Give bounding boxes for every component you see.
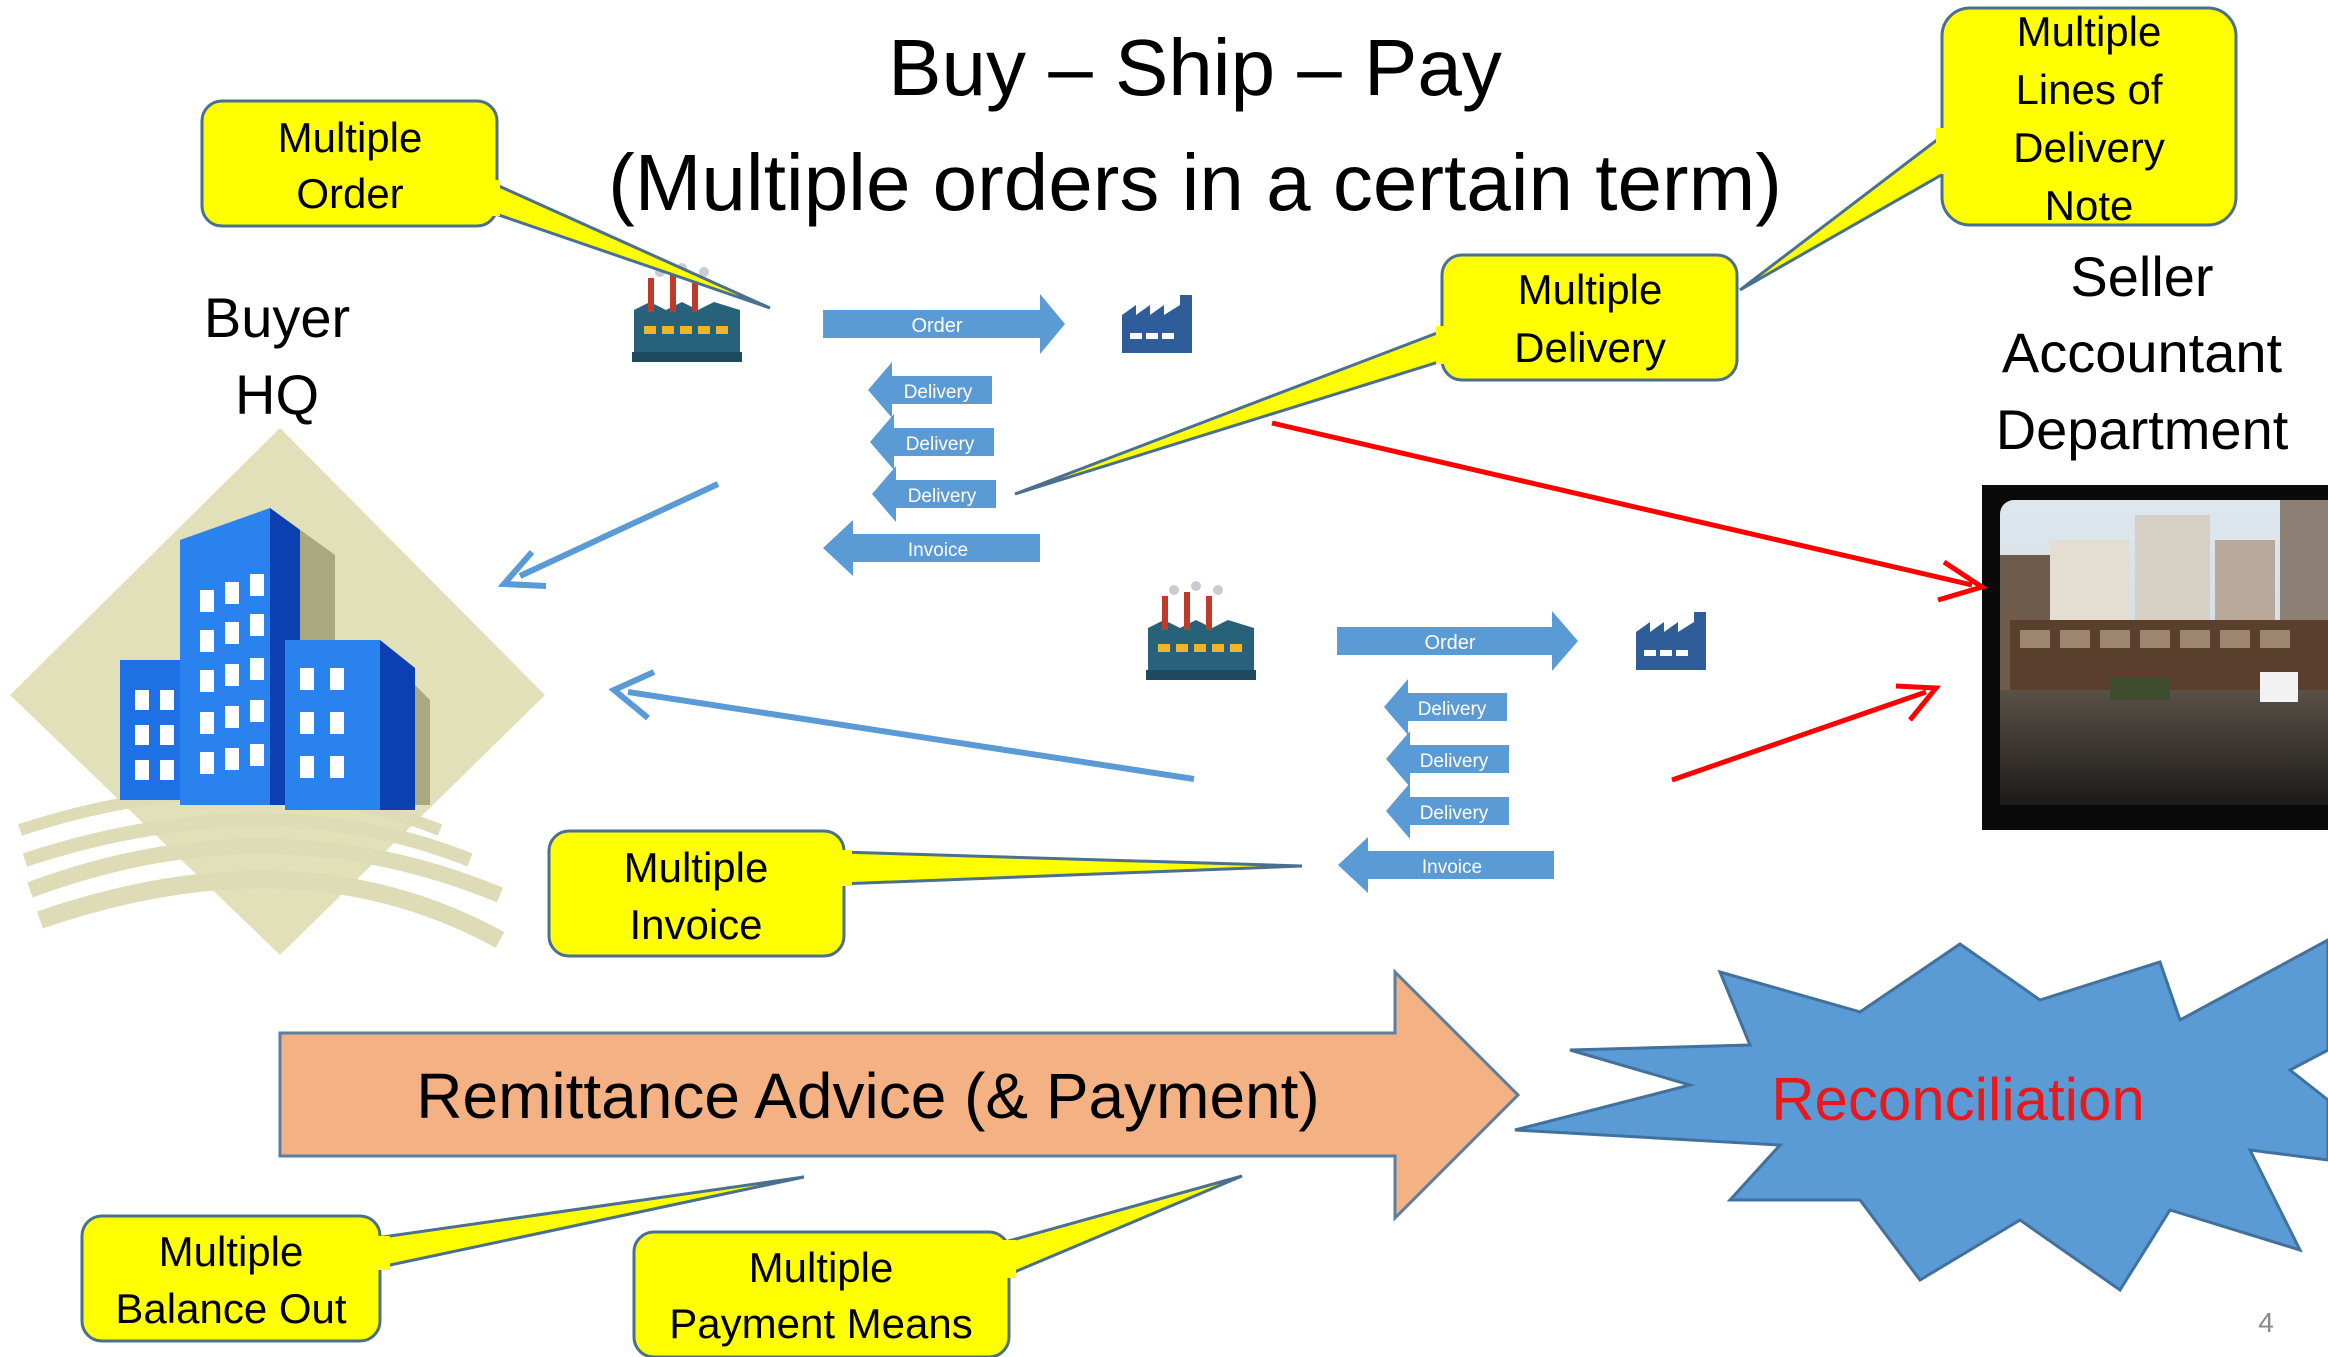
callout-multiple-lines: Multiple Lines of Delivery Note xyxy=(1739,6,2238,292)
seller-label-line2: Accountant xyxy=(2002,321,2283,384)
delivery-arrow xyxy=(1384,679,1507,735)
flow-top: Order Delivery Delivery Delivery Invoice xyxy=(823,294,1065,576)
callout-text-line: Multiple xyxy=(159,1228,304,1275)
callout-multiple-delivery: Multiple Delivery xyxy=(1014,253,1739,496)
to-buyer-arrow xyxy=(497,481,720,589)
callout-text-line: Note xyxy=(2045,182,2134,229)
callout-text-line: Invoice xyxy=(629,901,762,948)
seller-label-line1: Seller xyxy=(2070,245,2213,308)
delivery-arrow xyxy=(1386,783,1509,839)
callout-multiple-payment-means: Multiple Payment Means xyxy=(632,1174,1243,1357)
factory-icon xyxy=(1636,612,1706,670)
factory-icon xyxy=(1122,295,1192,353)
order-arrow-label: Order xyxy=(1424,632,1475,654)
delivery-arrow xyxy=(868,362,992,418)
callout-text-line: Multiple xyxy=(278,114,423,161)
to-seller-arrow xyxy=(1671,683,1942,783)
callout-text-line: Delivery xyxy=(1514,324,1666,371)
delivery-arrow xyxy=(872,466,996,522)
callout-text-line: Order xyxy=(296,170,403,217)
callout-text-line: Payment Means xyxy=(669,1300,972,1347)
delivery-arrow xyxy=(1386,731,1509,787)
delivery-arrow-label: Delivery xyxy=(1418,699,1487,720)
order-arrow xyxy=(823,294,1065,354)
callout-text-line: Multiple xyxy=(624,844,769,891)
callout-multiple-invoice: Multiple Invoice xyxy=(547,829,1303,958)
title-line1: Buy – Ship – Pay xyxy=(888,23,1502,112)
callout-text-line: Delivery xyxy=(2013,124,2165,171)
delivery-arrow-label: Delivery xyxy=(908,486,977,507)
factory-smoke-icon xyxy=(632,263,742,362)
page-number: 4 xyxy=(2258,1307,2274,1338)
to-seller-arrow xyxy=(1271,420,1988,603)
invoice-arrow xyxy=(823,520,1040,576)
reconciliation-label: Reconciliation xyxy=(1771,1066,2145,1133)
invoice-arrow xyxy=(1338,837,1554,893)
seller-label-line3: Department xyxy=(1996,398,2289,461)
reconciliation-starburst: Reconciliation xyxy=(1514,938,2328,1293)
invoice-arrow-label: Invoice xyxy=(908,540,968,561)
buyer-label-line2: HQ xyxy=(235,363,319,426)
factory-smoke-icon xyxy=(1146,581,1256,680)
callout-text-line: Multiple xyxy=(2017,8,2162,55)
order-arrow-label: Order xyxy=(911,315,962,337)
to-buyer-arrow xyxy=(608,669,1195,782)
delivery-arrow xyxy=(870,414,994,470)
buyer-label-line1: Buyer xyxy=(204,286,350,349)
callout-text-line: Multiple xyxy=(1518,266,1663,313)
delivery-arrow-label: Delivery xyxy=(906,434,975,455)
delivery-arrow-label: Delivery xyxy=(1420,751,1489,772)
order-arrow xyxy=(1337,611,1578,671)
callout-text-line: Balance Out xyxy=(115,1285,346,1332)
title-line2: (Multiple orders in a certain term) xyxy=(608,138,1782,227)
invoice-arrow-label: Invoice xyxy=(1422,857,1482,878)
remittance-label: Remittance Advice (& Payment) xyxy=(416,1060,1319,1132)
callout-multiple-balance-out: Multiple Balance Out xyxy=(80,1175,805,1343)
callout-multiple-order: Multiple Order xyxy=(200,99,771,310)
callout-text-line: Multiple xyxy=(749,1244,894,1291)
delivery-arrow-label: Delivery xyxy=(904,382,973,403)
delivery-arrow-label: Delivery xyxy=(1420,803,1489,824)
flow-bottom: Order Delivery Delivery Delivery Invoice xyxy=(1337,611,1578,893)
office-building-icon xyxy=(10,428,545,955)
remittance-arrow: Remittance Advice (& Payment) xyxy=(278,968,1521,1222)
street-photo xyxy=(1982,485,2328,830)
callout-text-line: Lines of xyxy=(2015,66,2162,113)
